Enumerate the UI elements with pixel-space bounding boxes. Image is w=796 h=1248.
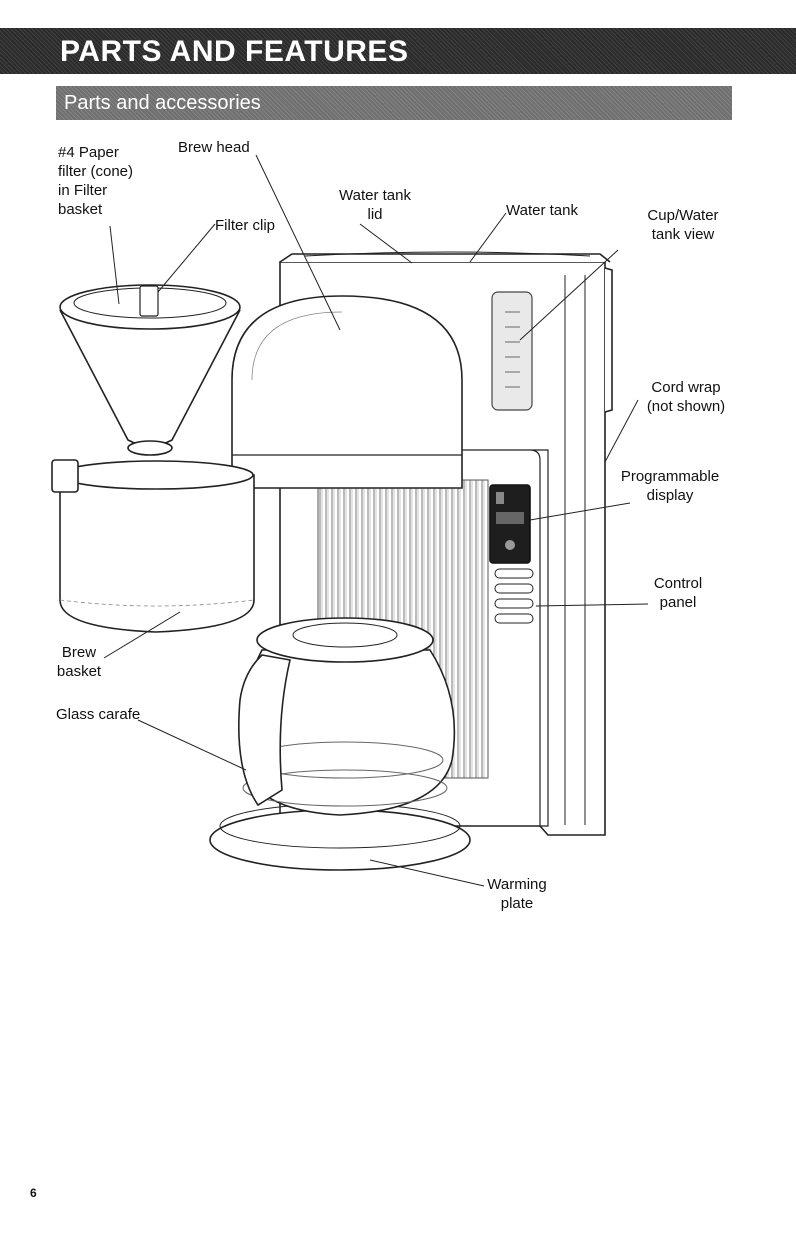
label-cord-wrap: Cord wrap (not shown) <box>636 378 736 416</box>
label-warming-plate: Warming plate <box>476 875 558 913</box>
label-brew-basket: Brew basket <box>44 643 114 681</box>
label-glass-carafe: Glass carafe <box>56 705 140 724</box>
label-water-tank-lid: Water tank lid <box>330 186 420 224</box>
label-brew-head: Brew head <box>178 138 250 157</box>
label-cup-water-tank-view: Cup/Water tank view <box>628 206 738 244</box>
coffee-maker-body <box>52 252 612 870</box>
page-number: 6 <box>30 1186 37 1200</box>
label-paper-filter: #4 Paper filter (cone) in Filter basket <box>58 143 133 219</box>
label-water-tank: Water tank <box>506 201 578 220</box>
label-programmable-display: Programmable display <box>614 467 726 505</box>
label-control-panel: Control panel <box>640 574 716 612</box>
label-filter-clip: Filter clip <box>215 216 275 235</box>
